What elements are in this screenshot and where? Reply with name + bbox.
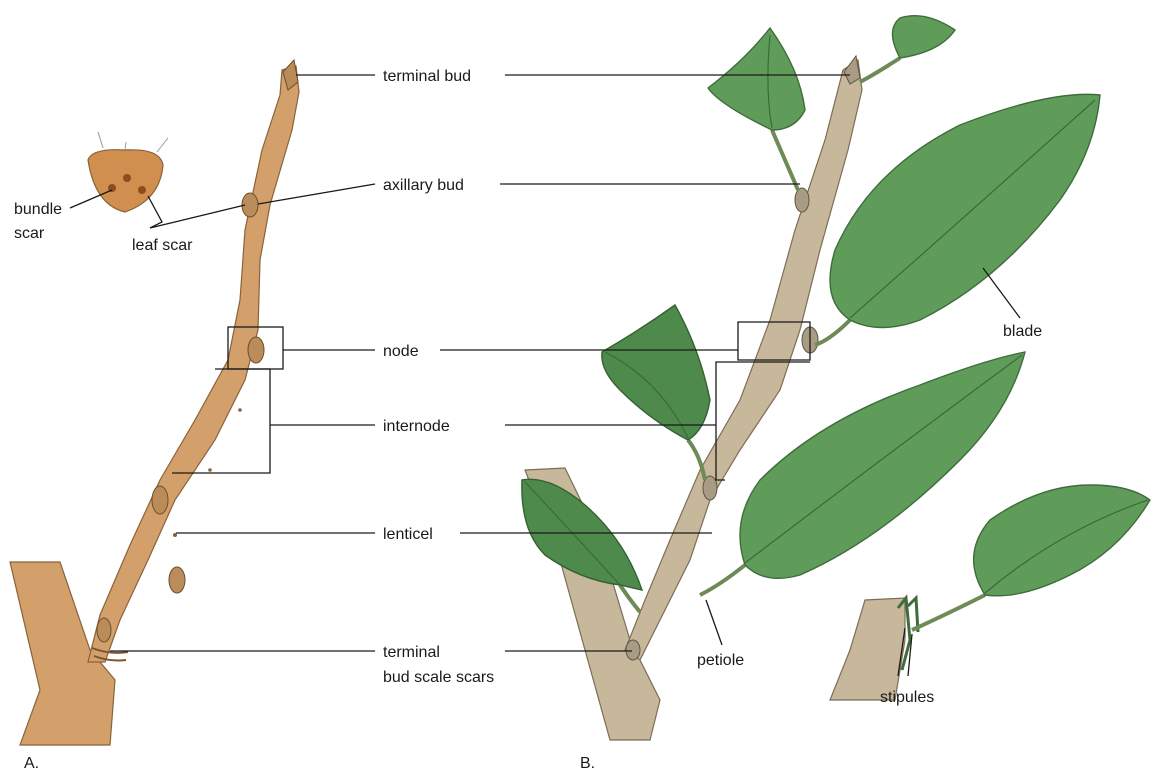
label-terminal-bud-scale-scars-1: terminal — [383, 644, 440, 661]
panel-label-b: B. — [580, 755, 595, 771]
label-petiole: petiole — [697, 652, 744, 669]
label-blade: blade — [1003, 323, 1042, 340]
label-bundle-scar-1: bundle — [14, 201, 62, 218]
label-axillary-bud: axillary bud — [383, 177, 464, 194]
leader-lines — [70, 75, 1020, 676]
label-internode: internode — [383, 418, 450, 435]
label-lenticel: lenticel — [383, 526, 433, 543]
label-leaf-scar: leaf scar — [132, 237, 193, 254]
label-terminal-bud: terminal bud — [383, 68, 471, 85]
panel-label-a: A. — [24, 755, 39, 771]
leaf-scar-inset — [88, 132, 168, 212]
label-node: node — [383, 343, 419, 360]
label-stipules: stipules — [880, 689, 934, 706]
label-terminal-bud-scale-scars-2: bud scale scars — [383, 669, 494, 686]
label-bundle-scar-2: scar — [14, 225, 45, 242]
twig-b-illustration — [522, 16, 1100, 740]
